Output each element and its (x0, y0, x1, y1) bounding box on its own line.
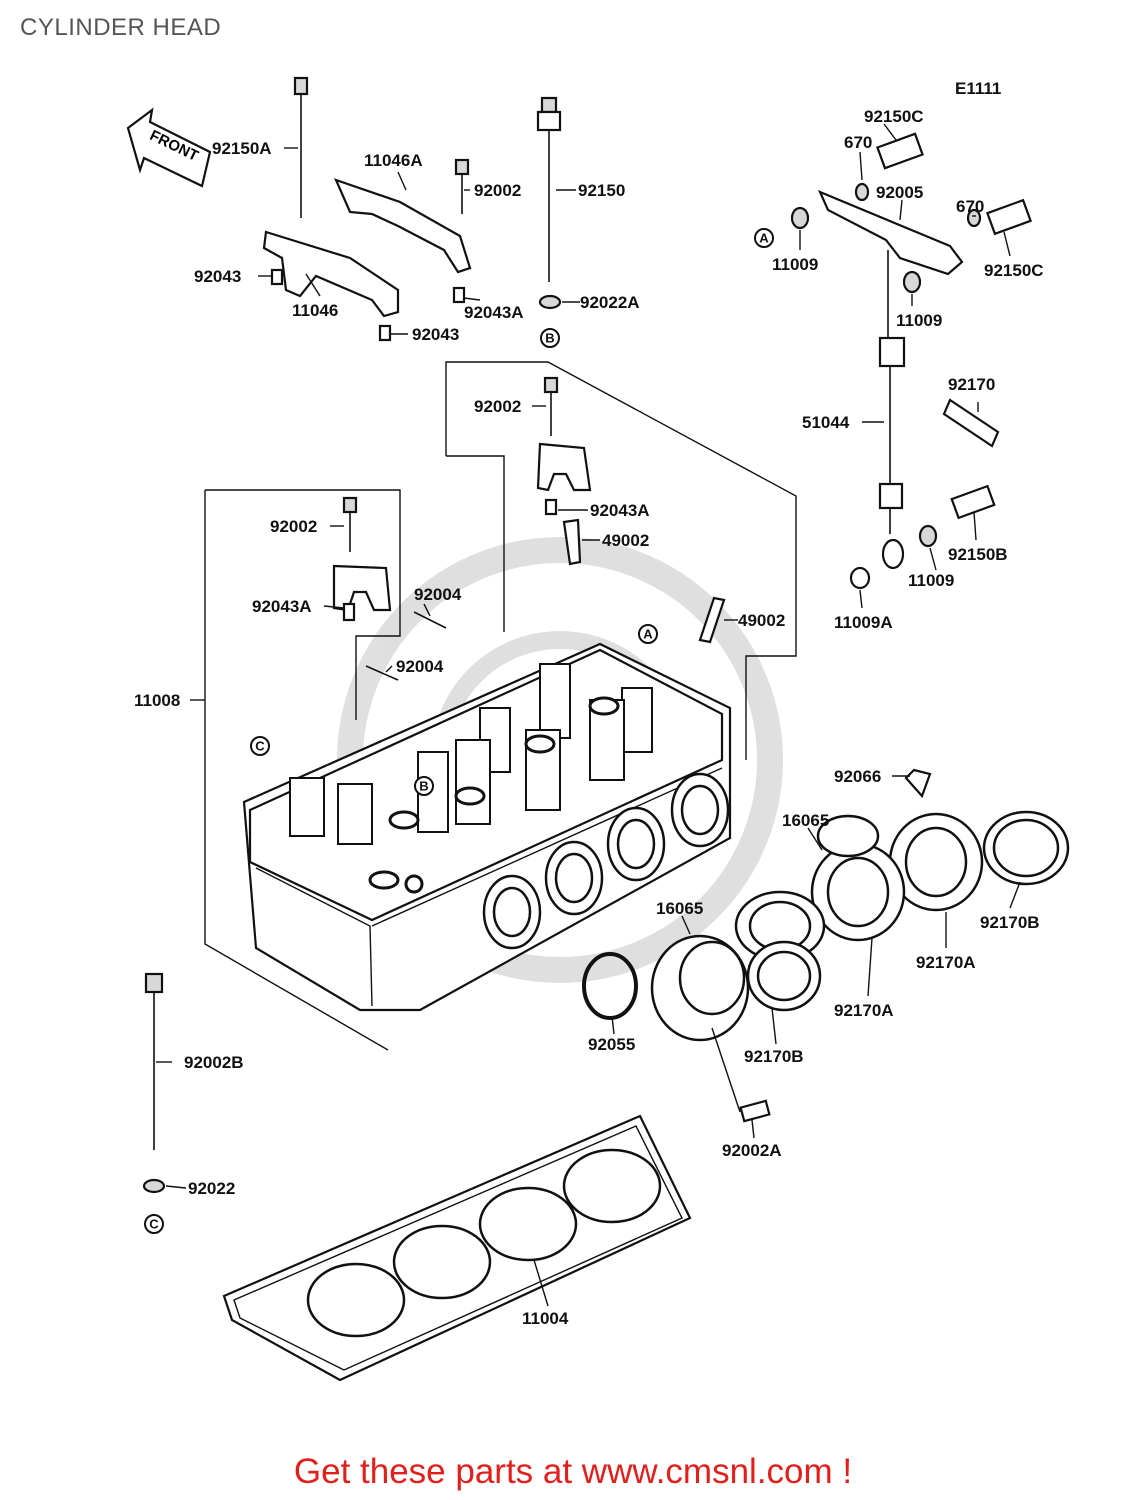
part-label-92043-left: 92043 (194, 267, 241, 286)
part-label-11009-left: 11009 (772, 255, 818, 274)
ref-marker-a-top: A (754, 228, 774, 248)
cam-cap-center-drawing (536, 376, 726, 644)
part-label-11046: 11046 (292, 301, 338, 320)
part-label-92002a: 92002A (722, 1141, 782, 1160)
bolt-92002b-drawing (142, 972, 166, 1194)
part-label-92150b: 92150B (948, 545, 1008, 564)
ref-marker-c-head: C (250, 736, 270, 756)
part-label-16065-left: 16065 (656, 899, 703, 918)
part-label-670-top: 670 (844, 133, 872, 152)
front-arrow-icon: FRONT (126, 107, 212, 188)
part-label-92002-center: 92002 (474, 397, 521, 416)
part-label-92005: 92005 (876, 183, 923, 202)
part-label-92002-left: 92002 (270, 517, 317, 536)
part-label-92066: 92066 (834, 767, 881, 786)
svg-text:A: A (759, 231, 769, 246)
part-label-51044: 51044 (802, 413, 850, 432)
part-label-92150c-top: 92150C (864, 107, 924, 126)
part-label-49002-right: 49002 (738, 611, 785, 630)
svg-text:A: A (643, 627, 653, 642)
ref-marker-b-head: B (414, 776, 434, 796)
part-label-92004-bottom: 92004 (396, 657, 444, 676)
part-label-11046a: 11046A (364, 151, 423, 170)
part-label-11009-bottom: 11009 (908, 571, 954, 590)
part-label-49002-center: 49002 (602, 531, 649, 550)
ref-marker-a-head: A (638, 624, 658, 644)
part-label-92043-bottom: 92043 (412, 325, 459, 344)
part-label-92022: 92022 (188, 1179, 235, 1198)
svg-text:C: C (255, 739, 265, 754)
part-label-92055: 92055 (588, 1035, 635, 1054)
ref-marker-b-top: B (540, 328, 560, 348)
intake-holders-drawing (582, 768, 1070, 1123)
part-label-92043a-center: 92043A (590, 501, 650, 520)
part-label-16065-right: 16065 (782, 811, 829, 830)
part-label-92002b: 92002B (184, 1053, 244, 1072)
part-label-670-right: 670 (956, 197, 984, 216)
part-label-11008: 11008 (134, 691, 180, 710)
part-label-92043a-left: 92043A (252, 597, 312, 616)
part-label-92004-top: 92004 (414, 585, 462, 604)
part-label-92170a-right: 92170A (916, 953, 976, 972)
head-gasket-11004-drawing (222, 1114, 692, 1382)
part-label-92022a: 92022A (580, 293, 640, 312)
diagram-code: E1111 (955, 79, 1001, 98)
svg-text:C: C (149, 1217, 159, 1232)
footer-promo-banner[interactable]: Get these parts at www.cmsnl.com ! (293, 1452, 853, 1491)
part-label-92170b-left: 92170B (744, 1047, 804, 1066)
oil-pipe-51044-drawing (790, 132, 1033, 590)
part-label-92170b-right: 92170B (980, 913, 1040, 932)
cam-cap-11046-drawing (262, 76, 472, 342)
part-label-92170a-left: 92170A (834, 1001, 894, 1020)
cylinder-head-11008-drawing (242, 642, 732, 1012)
part-label-11009-mid: 11009 (896, 311, 942, 330)
assembly-outline (204, 361, 797, 1051)
part-label-92043a-top: 92043A (464, 303, 524, 322)
svg-text:B: B (545, 331, 554, 346)
page-title: CYLINDER HEAD (20, 14, 222, 41)
part-label-92002-top: 92002 (474, 181, 521, 200)
part-label-92150: 92150 (578, 181, 625, 200)
ref-marker-c-bottom: C (144, 1214, 164, 1234)
part-label-92150a: 92150A (212, 139, 272, 158)
leader-lines (156, 123, 1021, 1307)
part-label-11004: 11004 (522, 1309, 569, 1328)
svg-text:B: B (419, 779, 428, 794)
part-label-92150c-right: 92150C (984, 261, 1044, 280)
cam-cap-left-drawing (332, 496, 447, 681)
stud-92150-drawing (536, 96, 562, 310)
part-label-92170: 92170 (948, 375, 995, 394)
part-label-11009a: 11009A (834, 613, 893, 632)
